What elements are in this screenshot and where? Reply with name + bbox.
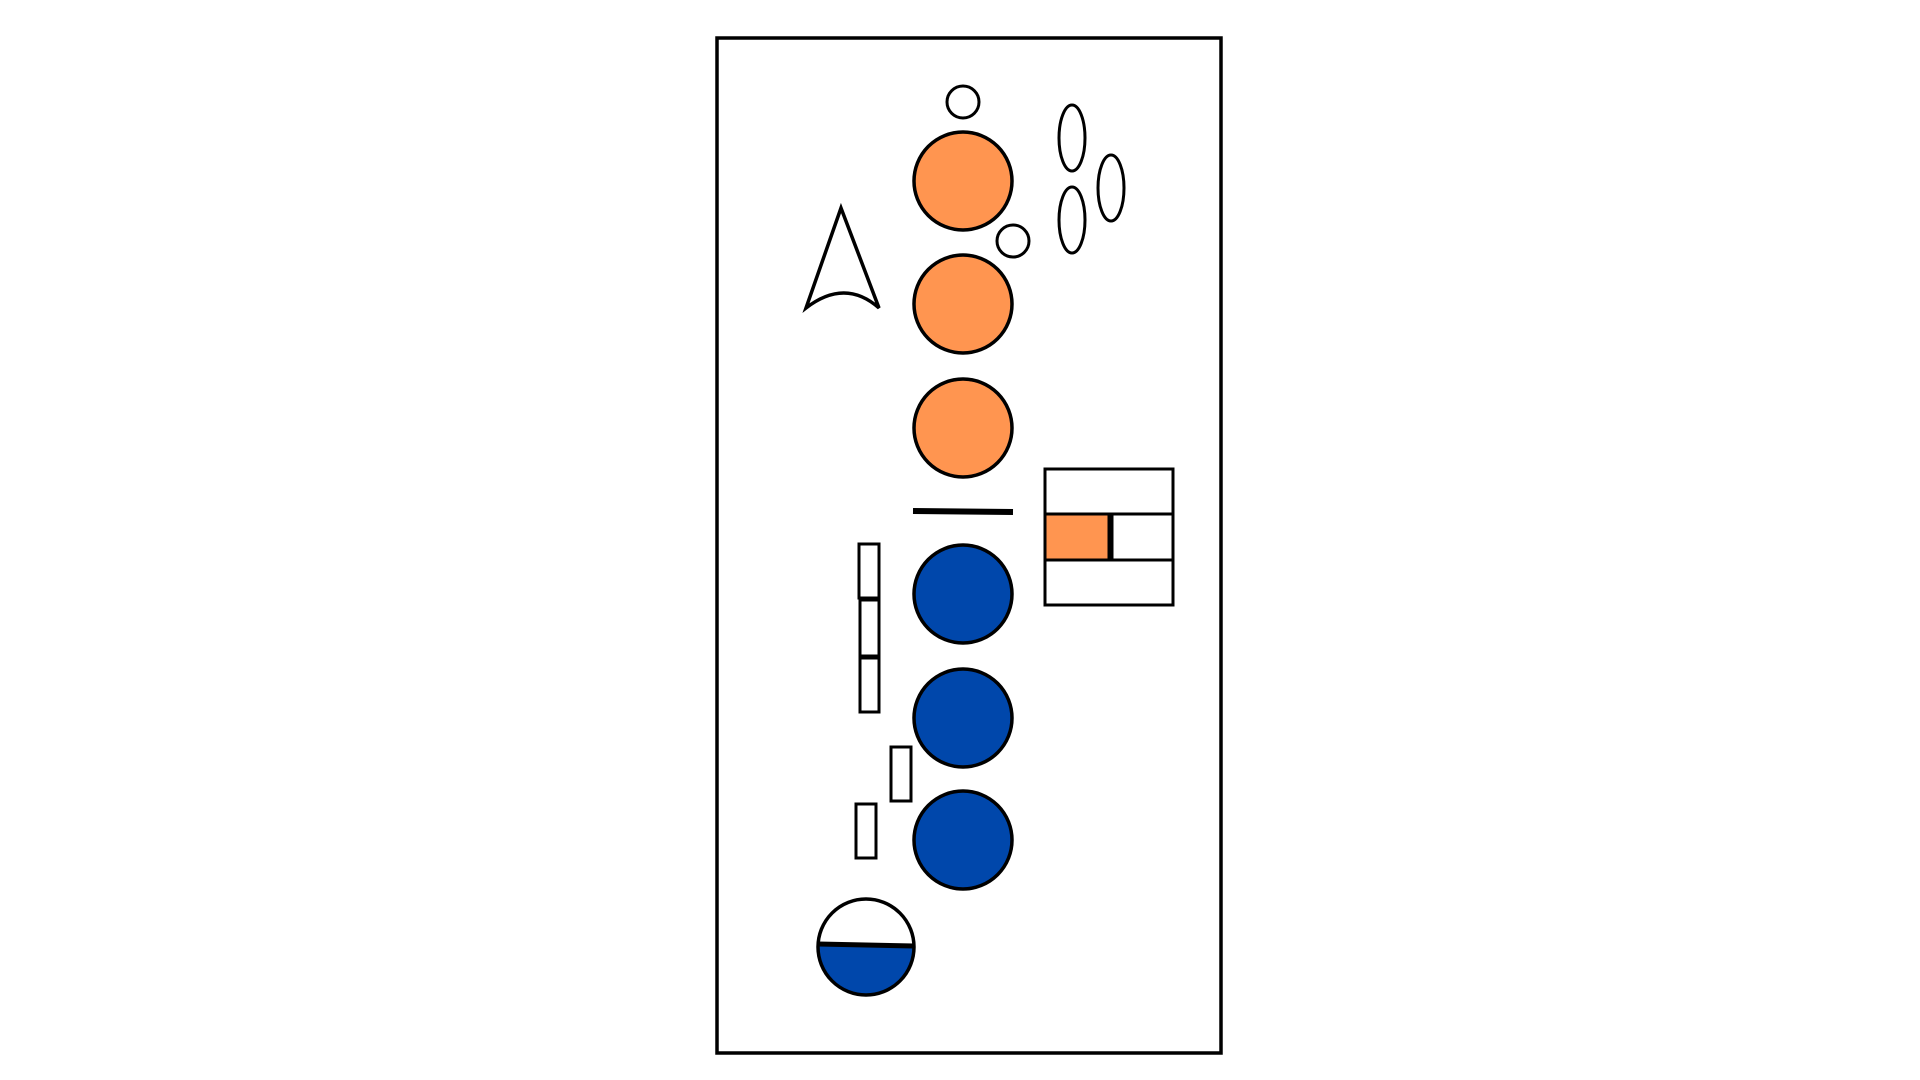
half-filled-circle-fill — [818, 945, 914, 995]
ellipse-right — [1096, 153, 1126, 223]
small-circle-side — [995, 223, 1031, 259]
loose-rect-upper — [889, 745, 913, 803]
blue-circle-3 — [912, 789, 1014, 891]
ellipse-bottom — [1057, 185, 1087, 255]
ellipse-top — [1057, 103, 1087, 173]
half-filled-circle — [816, 897, 916, 997]
orange-circle-1 — [912, 130, 1014, 232]
orange-circle-2 — [912, 253, 1014, 355]
half-filled-circle-divider — [817, 941, 915, 949]
stacked-rect-2 — [858, 598, 881, 658]
orange-circle-3 — [912, 377, 1014, 479]
stacked-rect-1 — [857, 542, 881, 600]
blue-circle-2 — [912, 667, 1014, 769]
grid-orange-cell — [1043, 512, 1111, 562]
blue-circle-1 — [912, 543, 1014, 645]
stacked-rect-3 — [858, 656, 881, 714]
small-circle-top — [945, 84, 981, 120]
arrowhead-icon — [802, 202, 881, 313]
loose-rect-lower — [854, 802, 878, 860]
diagram-frame — [715, 36, 1223, 1055]
divider-bar — [912, 508, 1014, 515]
